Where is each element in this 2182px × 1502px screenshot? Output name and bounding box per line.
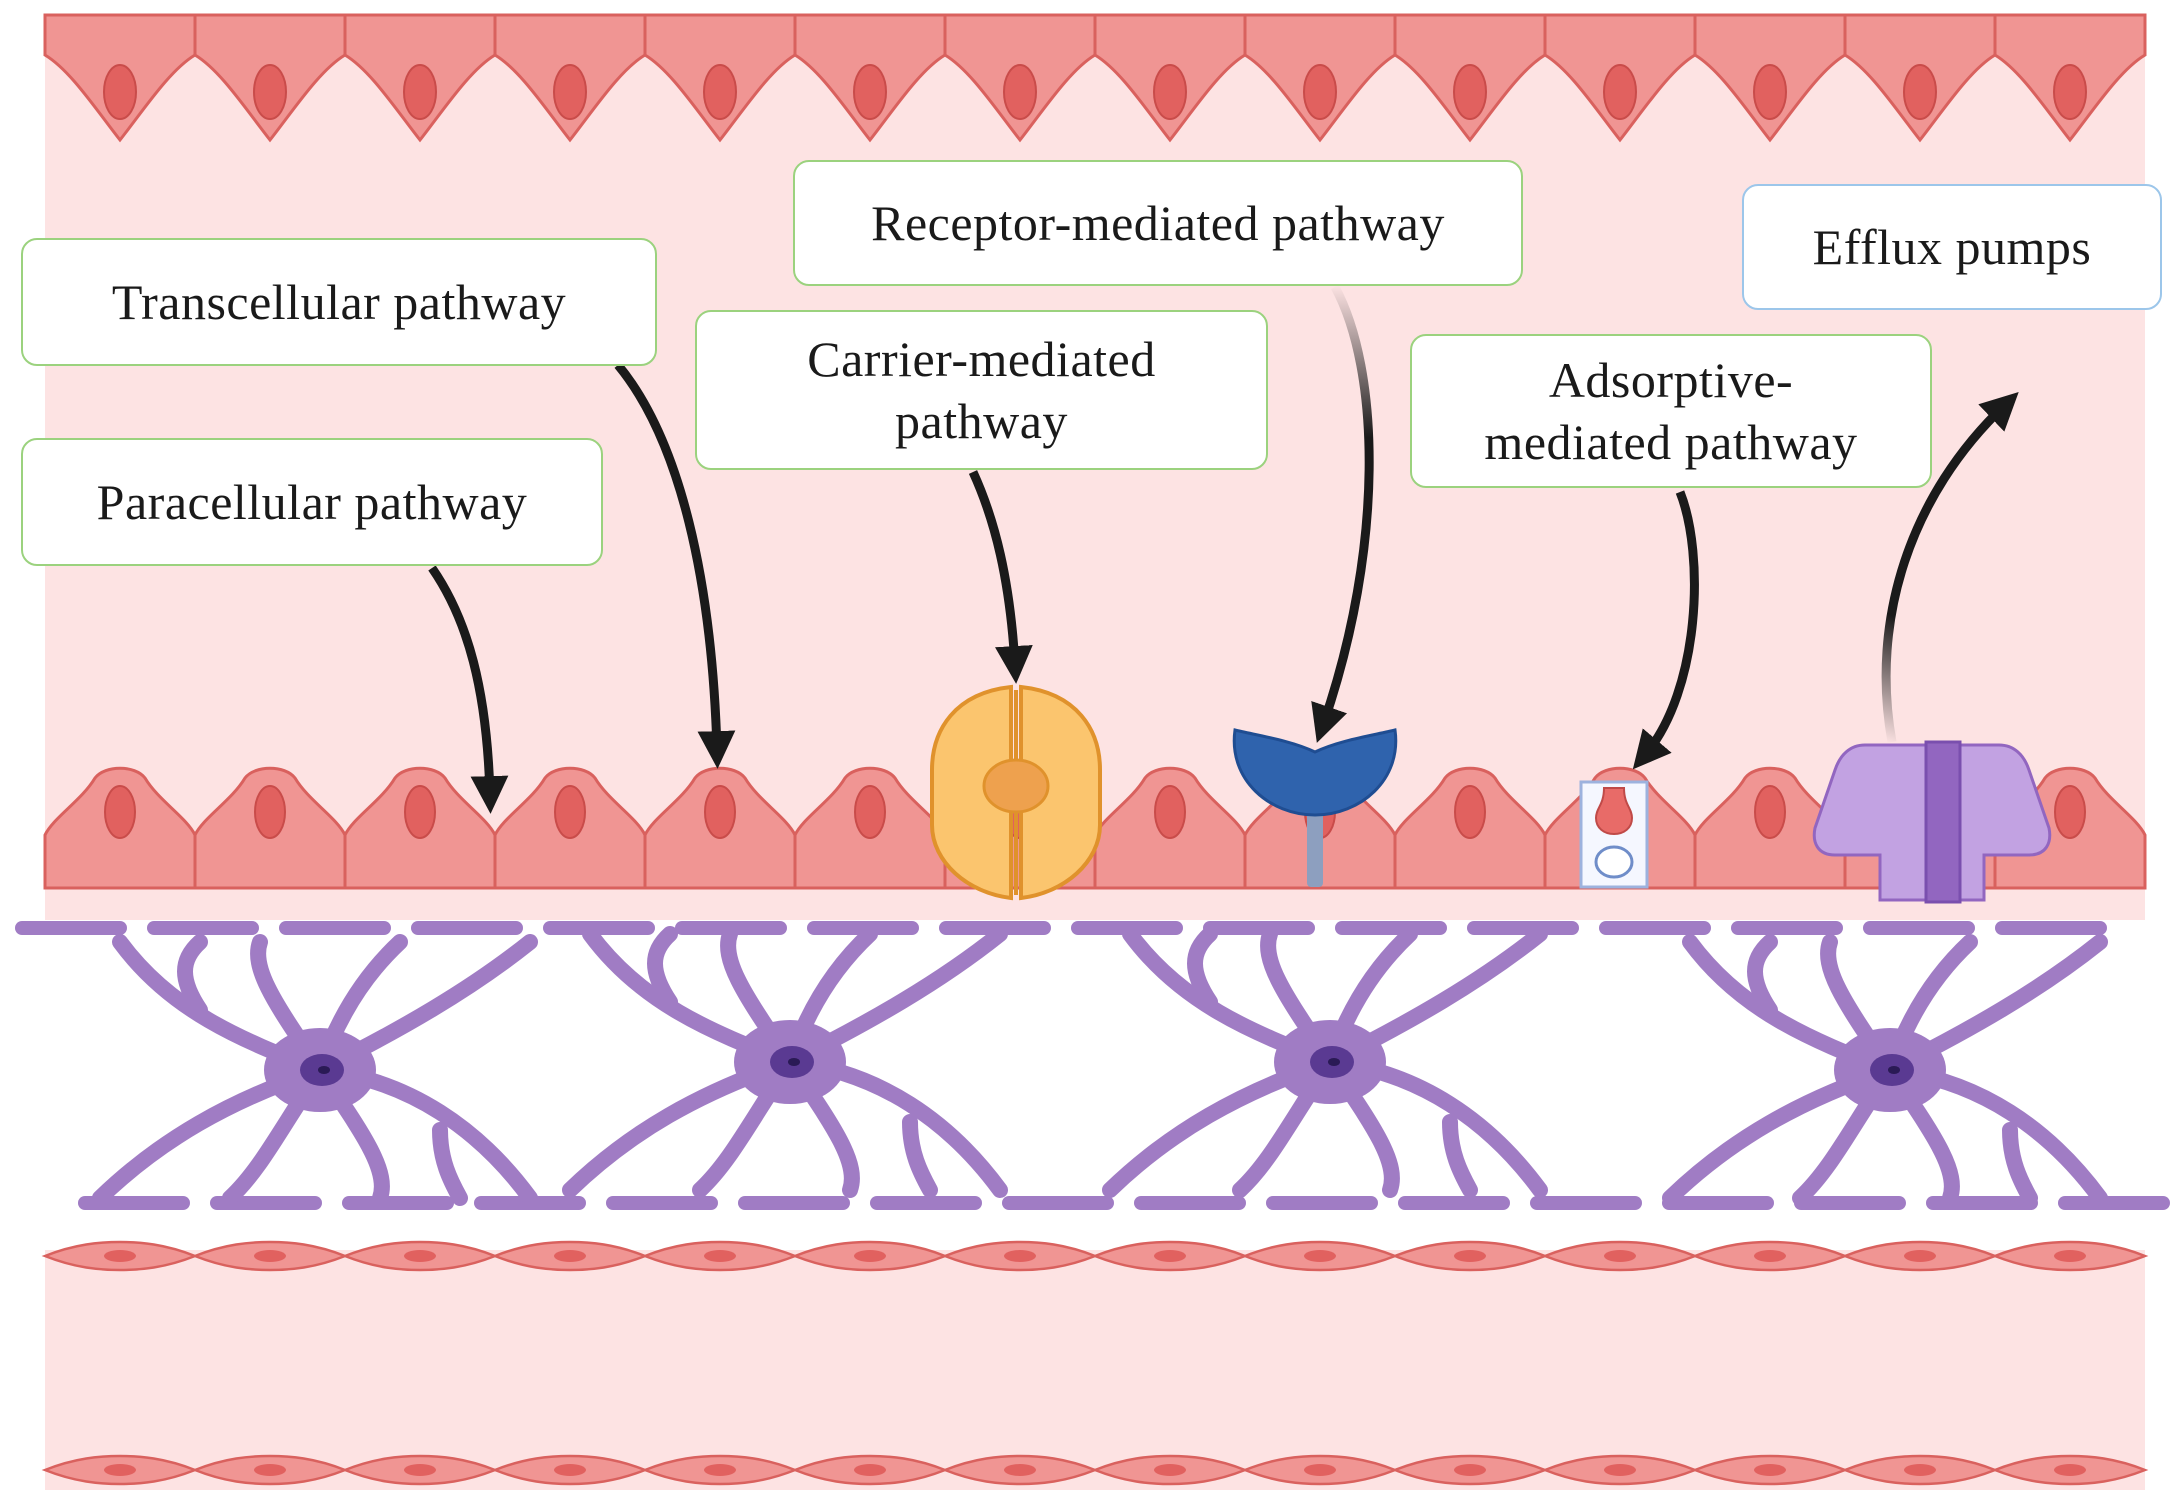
paracellular-arrow xyxy=(428,565,509,814)
flat-endothelial-cell-icon xyxy=(341,1240,499,1272)
flat-endothelial-cell-icon xyxy=(1991,1240,2149,1272)
astrocyte-endfoot xyxy=(1599,921,1711,935)
efflux-arrow xyxy=(1881,391,2019,743)
astrocyte-endfoot xyxy=(543,921,655,935)
endothelial-cell-icon xyxy=(193,766,347,890)
astrocyte-endfoot xyxy=(279,921,391,935)
receptor-icon xyxy=(1232,728,1398,887)
paracellular-pathway-label: Paracellular pathway xyxy=(21,438,603,566)
endothelial-cell-icon xyxy=(1093,766,1247,890)
astrocyte-endfoot xyxy=(147,921,259,935)
astrocyte-icon xyxy=(92,934,538,1206)
endothelial-cell-icon xyxy=(1843,13,1997,143)
endothelial-cell-icon xyxy=(1243,13,1397,143)
transcellular-pathway-label: Transcellular pathway xyxy=(21,238,657,366)
endothelial-cell-icon xyxy=(1693,13,1847,143)
flat-endothelial-cell-icon xyxy=(41,1454,199,1486)
astrocyte-endfoot xyxy=(1266,1196,1378,1210)
astrocyte-endfoot xyxy=(1203,921,1315,935)
endothelial-cell-icon xyxy=(1993,13,2147,143)
astrocyte-endfoot xyxy=(1335,921,1447,935)
endothelial-cell-icon xyxy=(793,766,947,890)
endothelial-cell-icon xyxy=(493,766,647,890)
endothelial-cell-icon xyxy=(1093,13,1247,143)
endothelial-cell-icon xyxy=(1393,13,1547,143)
pathway-arrows xyxy=(428,284,2019,814)
carrier-protein-icon xyxy=(930,684,1102,901)
carrier-arrow xyxy=(968,470,1033,684)
endothelial-cell-icon xyxy=(793,13,947,143)
endothelial-cell-icon xyxy=(1393,766,1547,890)
endothelial-cell-icon xyxy=(343,766,497,890)
receptor-arrow xyxy=(1311,284,1374,743)
astrocyte-icon xyxy=(1662,934,2108,1206)
astrocyte-endfoot xyxy=(1467,921,1579,935)
adsorptive-arrow xyxy=(1632,490,1699,770)
flat-endothelial-cell-icon xyxy=(1391,1454,1549,1486)
astrocyte-endfoot xyxy=(15,921,127,935)
endothelial-cell-icon xyxy=(343,13,497,143)
astrocyte-endfoot xyxy=(411,921,523,935)
flat-endothelial-cell-icon xyxy=(1991,1454,2149,1486)
astrocyte-endfoot xyxy=(1794,1196,1906,1210)
endothelial-cell-icon xyxy=(643,13,797,143)
lower-flat-endothelial-layers xyxy=(41,1240,2149,1486)
astrocyte-icon xyxy=(562,926,1008,1198)
flat-endothelial-cell-icon xyxy=(491,1454,649,1486)
astrocyte-icon xyxy=(1102,926,1548,1198)
astrocyte-endfoot xyxy=(807,921,919,935)
efflux-pump-icon xyxy=(1812,740,2052,904)
transcellular-arrow xyxy=(614,362,736,769)
astrocyte-endfoot xyxy=(1002,1196,1114,1210)
endothelial-cell-icon xyxy=(193,13,347,143)
astrocyte-endfoot xyxy=(1134,1196,1246,1210)
endothelial-cell-icon xyxy=(643,766,797,890)
astrocyte-endfoot xyxy=(1398,1196,1510,1210)
endothelial-cell-icon xyxy=(943,13,1097,143)
astrocyte-endfoot xyxy=(2058,1196,2170,1210)
astrocyte-endfoot xyxy=(606,1196,718,1210)
astrocyte-endfoot xyxy=(342,1196,454,1210)
endothelial-cell-icon xyxy=(493,13,647,143)
astrocyte-endfoot xyxy=(870,1196,982,1210)
flat-endothelial-cell-icon xyxy=(641,1240,799,1272)
endothelial-cell-icon xyxy=(1543,13,1697,143)
lower-vessel-lumen xyxy=(45,1250,2145,1490)
adsorptive-vesicle-icon xyxy=(1579,780,1649,889)
adsorptive-mediated-pathway-label: Adsorptive- mediated pathway xyxy=(1410,334,1932,488)
astrocyte-endfoot xyxy=(1863,921,1975,935)
carrier-mediated-pathway-label: Carrier-mediated pathway xyxy=(695,310,1268,470)
receptor-mediated-pathway-label: Receptor-mediated pathway xyxy=(793,160,1523,286)
astrocyte-endfoot xyxy=(1731,921,1843,935)
astrocyte-endfoot xyxy=(1530,1196,1642,1210)
astrocyte-endfoot xyxy=(1995,921,2107,935)
flat-endothelial-cell-icon xyxy=(191,1240,349,1272)
astrocyte-endfoot xyxy=(738,1196,850,1210)
top-endothelial-layer xyxy=(43,13,2147,143)
astrocyte-endfoot xyxy=(1662,1196,1774,1210)
efflux-pumps-label: Efflux pumps xyxy=(1742,184,2162,310)
astrocyte-layer xyxy=(15,921,2170,1210)
endothelial-cell-icon xyxy=(43,13,197,143)
endothelial-cell-icon xyxy=(43,766,197,890)
